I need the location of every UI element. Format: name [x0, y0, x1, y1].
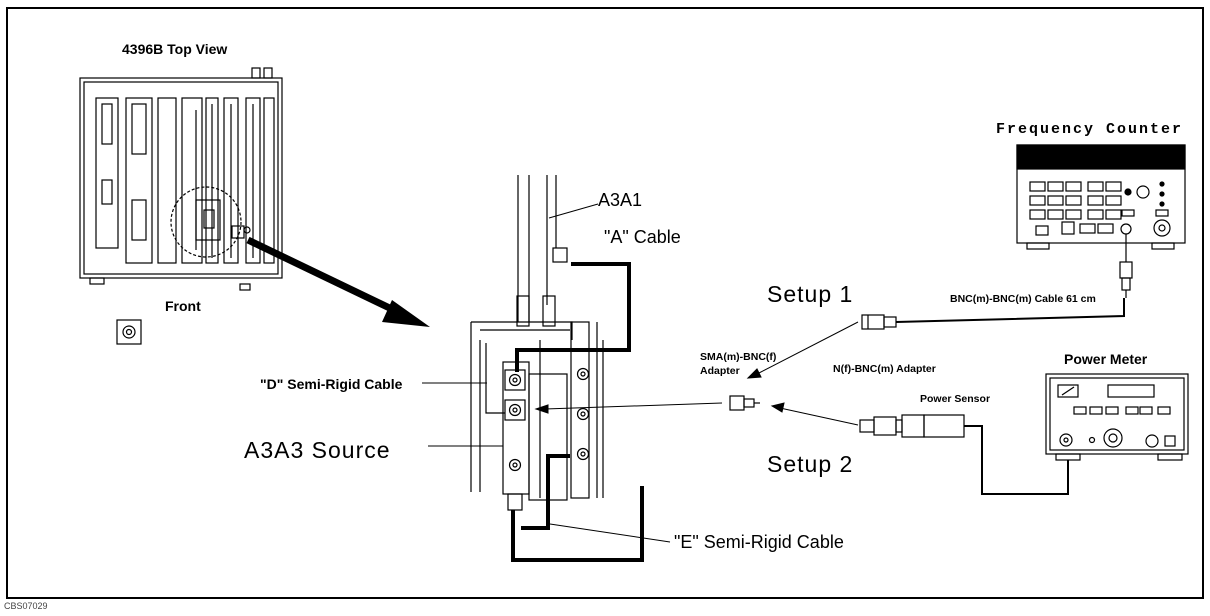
e-cable-label: "E" Semi-Rigid Cable [674, 532, 844, 552]
analyzer-top-view [80, 68, 282, 290]
sma-adapter-label-1: SMA(m)-BNC(f) [700, 351, 776, 363]
a3a1-label: A3A1 [598, 190, 642, 210]
power-meter-label: Power Meter [1064, 351, 1148, 367]
a-cable-label: "A" Cable [604, 227, 681, 247]
bnc-cable-label: BNC(m)-BNC(m) Cable 61 cm [950, 293, 1096, 305]
detail-assembly [471, 175, 603, 510]
top-view-title: 4396B Top View [122, 41, 227, 57]
e-cable-inner [521, 456, 570, 528]
front-label: Front [165, 298, 201, 314]
power-meter [1046, 374, 1188, 460]
semi-rigid-cables [513, 262, 642, 560]
frequency-counter [1017, 145, 1185, 298]
e-cable-path [513, 486, 642, 560]
sensor-cable [964, 426, 1068, 494]
front-connector [117, 320, 141, 344]
setup1-bnc-connector [862, 315, 896, 329]
power-sensor-label: Power Sensor [920, 393, 990, 405]
setup1-label: Setup 1 [767, 281, 853, 307]
a3a3-source-label: A3A3 Source [244, 437, 391, 463]
a-cable-path [517, 262, 629, 372]
d-cable-label: "D" Semi-Rigid Cable [260, 376, 403, 392]
figure-id: CBS07029 [4, 601, 48, 611]
sma-adapter-label-2: Adapter [700, 365, 740, 377]
nf-adapter-label: N(f)-BNC(m) Adapter [833, 363, 936, 375]
frequency-counter-label: Frequency Counter [996, 121, 1183, 138]
setup2-label: Setup 2 [767, 451, 853, 477]
sma-bnc-adapter [730, 396, 760, 410]
signal-arrows [536, 322, 858, 425]
magnify-arrow [248, 240, 430, 327]
power-sensor [860, 415, 964, 437]
